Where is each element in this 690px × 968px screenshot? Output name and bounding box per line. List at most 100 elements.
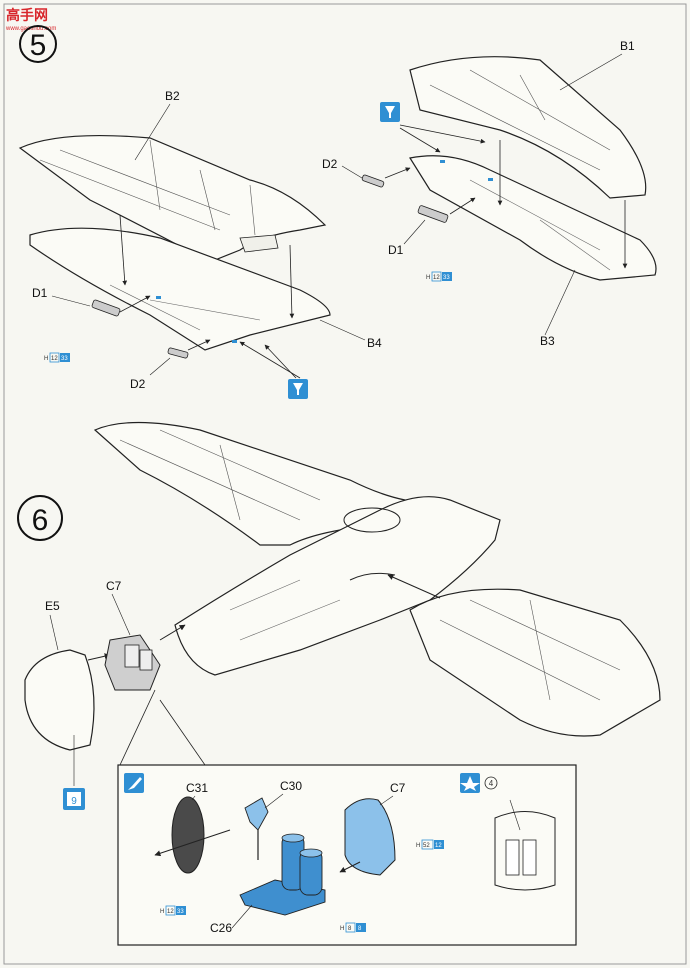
label-d1-left: D1 bbox=[32, 286, 48, 300]
wing-b1-panel-lines bbox=[429, 69, 611, 171]
part-d2-left bbox=[167, 339, 211, 359]
glue-pointer bbox=[399, 124, 486, 144]
svg-text:H: H bbox=[160, 909, 164, 915]
wing-b3-panel-lines bbox=[469, 179, 611, 271]
color-ref-h52-12: H 52 12 bbox=[416, 839, 444, 850]
leader-line bbox=[379, 795, 394, 806]
wing-lower-b4 bbox=[29, 227, 331, 351]
guide-arrow bbox=[119, 214, 128, 286]
step-5-number: 5 bbox=[30, 29, 47, 62]
detail-number: 4 bbox=[489, 779, 494, 788]
part-d1-left bbox=[91, 295, 151, 317]
guide-arrow bbox=[289, 244, 295, 319]
watermark-logo: 高手网 www.gaoshou.com bbox=[5, 7, 56, 32]
svg-text:H: H bbox=[44, 356, 48, 362]
label-b3: B3 bbox=[540, 334, 555, 348]
wing-lower-b3 bbox=[409, 155, 657, 281]
wing-upper-b1 bbox=[409, 56, 647, 199]
part-c30-bracket bbox=[244, 797, 269, 860]
fuselage-body bbox=[174, 496, 501, 676]
fuselage-wing-panel-lines bbox=[119, 429, 321, 521]
label-d1-right: D1 bbox=[388, 243, 404, 257]
paint-brush-icon bbox=[124, 773, 144, 793]
step-5-section: 5 D1 H 12 33 D2 bbox=[18, 25, 657, 399]
color-ref-h12-33-detail: H 12 33 bbox=[160, 905, 186, 916]
glue-pointer bbox=[239, 341, 301, 379]
label-b2: B2 bbox=[165, 89, 180, 103]
svg-text:12: 12 bbox=[51, 356, 58, 362]
leader-line bbox=[191, 795, 196, 801]
svg-text:H: H bbox=[426, 275, 430, 281]
watermark-url: www.gaoshou.com bbox=[5, 26, 56, 32]
c31-arrow bbox=[154, 829, 231, 857]
decal-icon: 9 bbox=[63, 788, 85, 810]
wing-b2-panel-lines bbox=[39, 139, 256, 236]
wing-insert-arrow bbox=[387, 574, 441, 599]
leader-line bbox=[51, 295, 91, 307]
label-b4: B4 bbox=[367, 336, 382, 350]
label-e5: E5 bbox=[45, 599, 60, 613]
color-ref-h12-33-right: H 12 33 bbox=[426, 271, 452, 282]
wing-b4-panel-lines bbox=[109, 284, 261, 331]
label-c26: C26 bbox=[210, 921, 232, 935]
color-ref-h12-33-left: H 12 33 bbox=[44, 352, 70, 363]
part-c7-plate bbox=[344, 798, 396, 876]
leader-line bbox=[319, 319, 366, 341]
wing-b4-hole-marker bbox=[156, 296, 161, 299]
label-c7: C7 bbox=[106, 579, 122, 593]
svg-text:8: 8 bbox=[358, 926, 362, 932]
decal-number: 9 bbox=[71, 796, 77, 807]
wing-b2-flap bbox=[239, 234, 279, 253]
part-d1-right bbox=[417, 197, 476, 223]
step-6-number: 6 bbox=[32, 504, 49, 537]
leader-line bbox=[559, 53, 623, 91]
star-icon bbox=[460, 773, 480, 793]
leader-line bbox=[403, 219, 426, 245]
wing-upper-b2 bbox=[18, 134, 327, 263]
label-d2-left: D2 bbox=[130, 377, 146, 391]
leader-line bbox=[264, 793, 284, 809]
svg-text:52: 52 bbox=[423, 843, 430, 849]
part-c7-assembly bbox=[104, 634, 161, 691]
svg-text:H: H bbox=[416, 843, 420, 849]
part-c31-disc bbox=[171, 796, 205, 874]
svg-text:12: 12 bbox=[435, 843, 442, 849]
right-wing-part bbox=[409, 588, 661, 737]
cement-drop-icon bbox=[380, 102, 400, 122]
leader-line bbox=[134, 103, 171, 161]
wing-b3-hole-marker-2 bbox=[488, 178, 493, 181]
leader-line bbox=[544, 269, 576, 336]
step-6-circle bbox=[17, 495, 63, 541]
c7-plate-arrow bbox=[339, 861, 361, 873]
instrument-housing bbox=[494, 799, 556, 891]
detail-number-circle bbox=[484, 776, 498, 790]
leader-line bbox=[231, 904, 253, 929]
label-c30: C30 bbox=[280, 779, 302, 793]
svg-text:33: 33 bbox=[443, 275, 450, 281]
nose-cone-e5 bbox=[24, 649, 95, 751]
label-c31: C31 bbox=[186, 781, 208, 795]
right-wing-panel-lines bbox=[439, 599, 621, 701]
watermark-text: 高手网 bbox=[6, 7, 48, 24]
step-5-circle bbox=[19, 25, 57, 63]
fuselage-canopy-opening bbox=[343, 507, 401, 533]
fuselage-panel-lines bbox=[229, 579, 341, 641]
wing-b4-hole-marker-2 bbox=[232, 340, 237, 343]
glue-pointer bbox=[399, 127, 441, 153]
leader-line bbox=[49, 614, 59, 651]
leader-line bbox=[149, 357, 171, 376]
part-c26-base bbox=[239, 833, 326, 916]
cement-drop-icon bbox=[288, 379, 308, 399]
svg-text:8: 8 bbox=[348, 926, 352, 932]
wing-b3-hole-marker bbox=[440, 160, 445, 163]
label-b1: B1 bbox=[620, 39, 635, 53]
detail-callout-line bbox=[119, 689, 156, 766]
part-d2-right bbox=[361, 167, 411, 188]
label-d2-right: D2 bbox=[322, 157, 338, 171]
svg-text:H: H bbox=[340, 926, 344, 932]
svg-text:12: 12 bbox=[433, 275, 440, 281]
detail-callout-line bbox=[159, 699, 206, 766]
c7-arrow bbox=[159, 624, 186, 641]
leader-line bbox=[341, 165, 363, 179]
